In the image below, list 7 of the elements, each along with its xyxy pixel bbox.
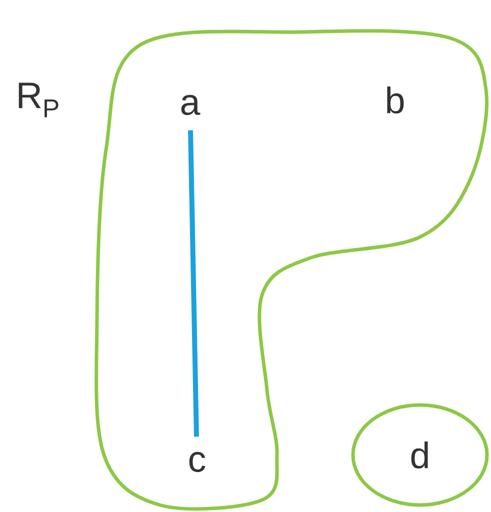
relation-label: R$_{P}$ [18, 82, 58, 118]
vertex-label: b [387, 86, 404, 114]
vertex-label: a [181, 94, 200, 116]
vertex-label: c [189, 452, 206, 472]
line-segment [188, 130, 199, 437]
blob-region [94, 29, 488, 511]
ellipse-region: d [351, 403, 489, 507]
